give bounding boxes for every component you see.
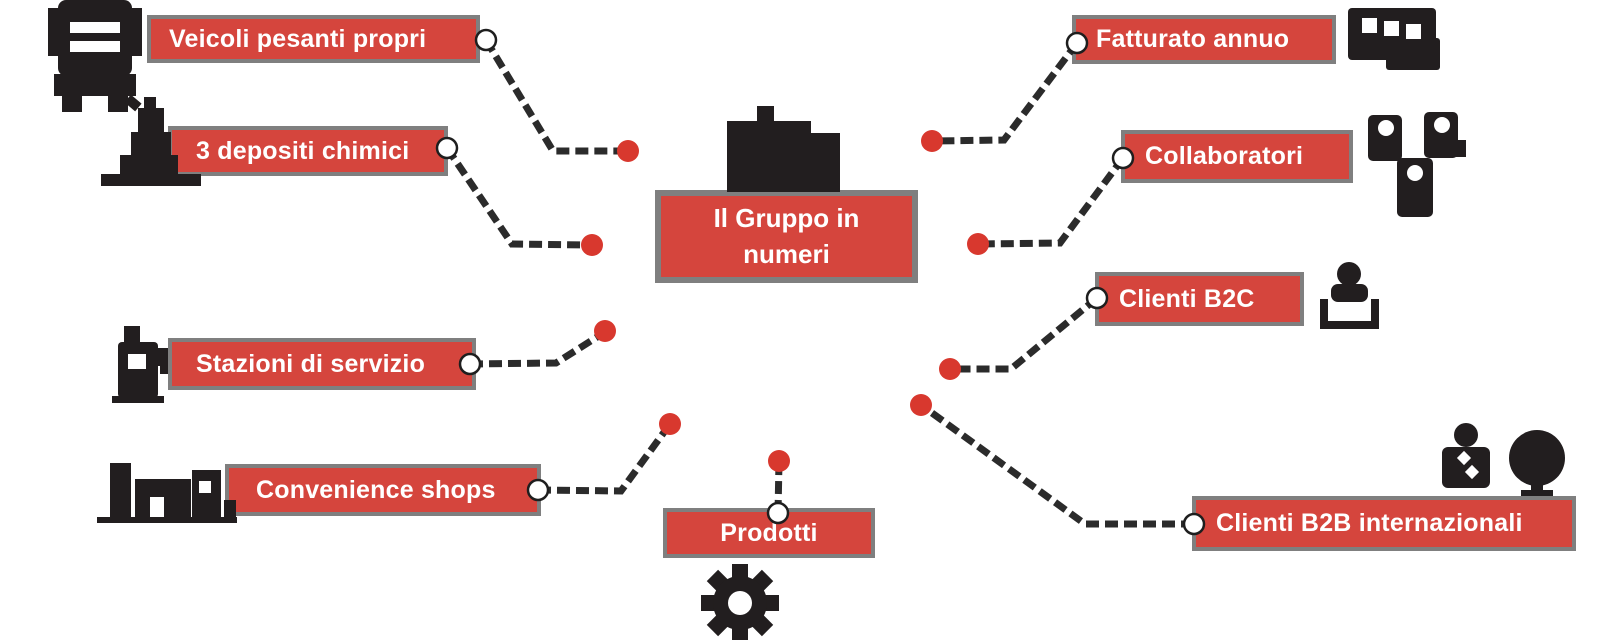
connector-fatturato bbox=[931, 40, 1080, 145]
storefront-icon bbox=[97, 463, 237, 523]
red-marker bbox=[659, 413, 681, 435]
connector-depositi bbox=[444, 146, 593, 249]
red-marker bbox=[617, 140, 639, 162]
node-depositi-chimici: 3 depositi chimici bbox=[168, 126, 448, 176]
node-fatturato-label: Fatturato annuo bbox=[1096, 25, 1290, 53]
connector-veicoli bbox=[483, 38, 628, 155]
center-node: Il Gruppo in numeri bbox=[655, 190, 918, 283]
red-marker bbox=[768, 450, 790, 472]
red-marker bbox=[581, 234, 603, 256]
white-dot bbox=[1065, 31, 1089, 55]
connector-b2c bbox=[950, 295, 1100, 373]
red-marker bbox=[921, 130, 943, 152]
white-dot bbox=[458, 352, 482, 376]
node-fatturato-annuo: Fatturato annuo bbox=[1072, 15, 1336, 64]
node-collaboratori: Collaboratori bbox=[1121, 130, 1353, 183]
node-stazioni-servizio: Stazioni di servizio bbox=[168, 338, 476, 390]
connector-b2b bbox=[918, 402, 1194, 528]
white-dot bbox=[474, 28, 498, 52]
fuel-pump-icon bbox=[112, 326, 168, 403]
node-b2b-label: Clienti B2B internazionali bbox=[1216, 509, 1523, 537]
chemical-depot-icon bbox=[101, 97, 201, 186]
white-dot bbox=[766, 501, 790, 525]
white-dot bbox=[1182, 512, 1206, 536]
connector-stazioni bbox=[469, 329, 607, 368]
red-marker-group bbox=[581, 130, 989, 472]
node-clienti-b2c: Clienti B2C bbox=[1095, 272, 1304, 326]
people-group-icon bbox=[1368, 112, 1466, 217]
node-b2c-label: Clienti B2C bbox=[1119, 284, 1255, 313]
red-marker bbox=[939, 358, 961, 380]
building-icon bbox=[727, 106, 840, 192]
node-veicoli-pesanti: Veicoli pesanti propri bbox=[147, 15, 480, 63]
node-collaboratori-label: Collaboratori bbox=[1145, 142, 1304, 170]
node-stazioni-label: Stazioni di servizio bbox=[196, 349, 426, 378]
node-clienti-b2b: Clienti B2B internazionali bbox=[1192, 496, 1576, 551]
node-veicoli-label: Veicoli pesanti propri bbox=[169, 24, 427, 53]
red-marker bbox=[594, 320, 616, 342]
gear-icon bbox=[701, 564, 779, 640]
node-depositi-label: 3 depositi chimici bbox=[196, 136, 410, 165]
connector-collaboratori bbox=[977, 155, 1126, 248]
truck-icon bbox=[48, 0, 142, 112]
white-dot bbox=[1111, 146, 1135, 170]
customer-basket-icon bbox=[1320, 262, 1379, 329]
node-prodotti-label: Prodotti bbox=[720, 518, 818, 547]
money-stack-icon bbox=[1348, 8, 1440, 70]
business-person-globe-icon bbox=[1442, 423, 1565, 496]
connector-convenience bbox=[537, 421, 673, 495]
node-convenience-shops: Convenience shops bbox=[225, 464, 541, 516]
white-dot bbox=[526, 478, 550, 502]
red-marker bbox=[967, 233, 989, 255]
node-convenience-label: Convenience shops bbox=[256, 475, 496, 504]
red-marker bbox=[910, 394, 932, 416]
white-dot bbox=[1085, 286, 1109, 310]
white-dot bbox=[435, 136, 459, 160]
center-node-label: Il Gruppo in numeri bbox=[713, 203, 860, 269]
white-dot-group bbox=[435, 28, 1206, 536]
